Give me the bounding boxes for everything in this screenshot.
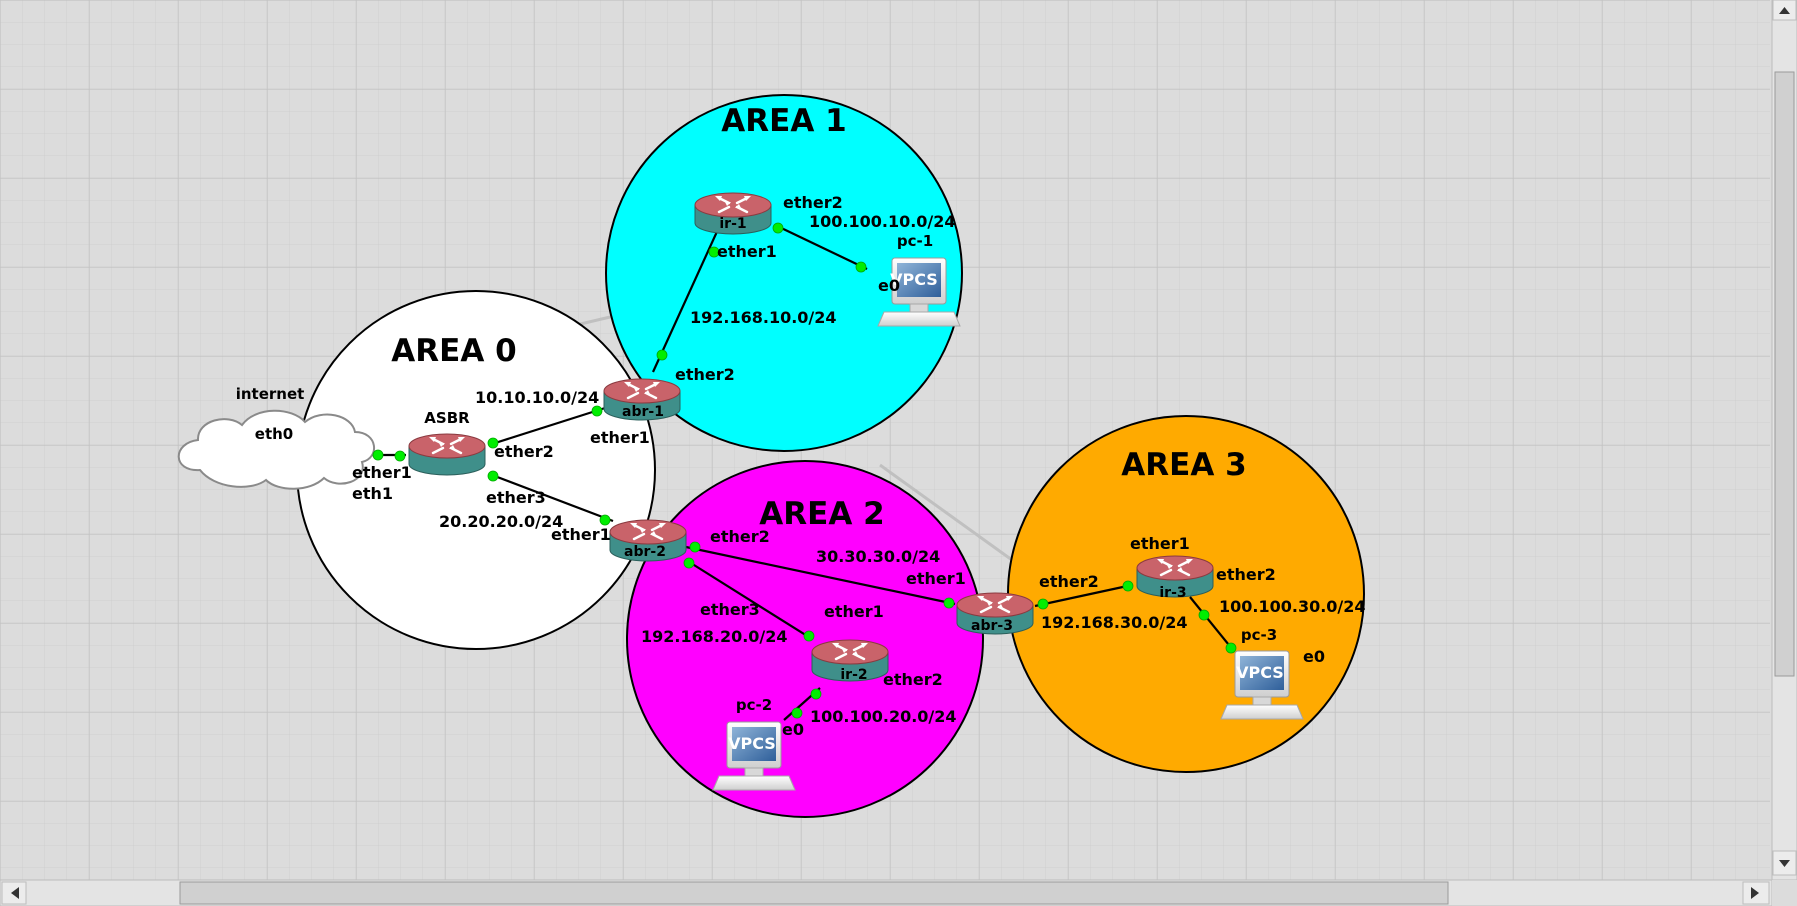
area-2-title: AREA 2 — [759, 496, 884, 532]
abr1-ether2-label: ether2 — [675, 365, 735, 384]
router-asbr-name: ASBR — [424, 409, 470, 427]
subnet-abr3-ir3: 192.168.30.0/24 — [1041, 613, 1188, 632]
asbr-ether3-label: ether3 — [486, 488, 546, 507]
pc-3-screen-label: VPCS — [1236, 663, 1284, 682]
pc-3-name: pc-3 — [1241, 626, 1277, 644]
vertical-scrollbar-thumb[interactable] — [1774, 71, 1795, 677]
router-ir3-name: ir-3 — [1159, 585, 1186, 601]
abr3-ether1-label: ether1 — [906, 569, 966, 588]
abr2-ether2-label: ether2 — [710, 527, 770, 546]
pc-1-name: pc-1 — [897, 232, 933, 250]
link-asbr-abr1[interactable] — [491, 406, 606, 446]
subnet-abr1-ir1: 192.168.10.0/24 — [690, 308, 837, 327]
ir3-ether1-label: ether1 — [1130, 534, 1190, 553]
vertical-scrollbar[interactable] — [1771, 0, 1797, 881]
abr1-ether1-label: ether1 — [590, 428, 650, 447]
area-3-title: AREA 3 — [1121, 447, 1246, 483]
router-ir2-name: ir-2 — [840, 667, 867, 683]
router-abr3-name: abr-3 — [971, 618, 1013, 634]
area-1-circle[interactable] — [605, 94, 963, 452]
abr2-ether1-label: ether1 — [551, 525, 611, 544]
abr2-ether3-label: ether3 — [700, 600, 760, 619]
link-asbr-abr2[interactable] — [491, 473, 614, 523]
port-dots — [372, 222, 1237, 719]
link-ir3-pc3[interactable] — [1189, 596, 1234, 651]
subnet-abr2-ir2: 192.168.20.0/24 — [641, 627, 788, 646]
ir3-ether2-label: ether2 — [1216, 565, 1276, 584]
background-line — [879, 463, 1013, 562]
horizontal-scrollbar[interactable] — [0, 879, 1773, 906]
asbr-ether1-label: ether1 — [352, 463, 412, 482]
cloud-name-label: internet — [236, 385, 305, 403]
cloud-icon[interactable] — [177, 409, 376, 490]
scroll-left-icon — [11, 887, 19, 899]
subnet-asbr-abr1: 10.10.10.0/24 — [475, 388, 599, 407]
ir2-ether2-label: ether2 — [883, 670, 943, 689]
ir2-ether1-label: ether1 — [824, 602, 884, 621]
subnet-ir1-pc1: 100.100.10.0/24 — [809, 212, 956, 231]
area-1-title: AREA 1 — [721, 103, 846, 139]
pc-1-port-label: e0 — [878, 276, 900, 295]
pc-2-name: pc-2 — [736, 696, 772, 714]
link-abr2-ir2[interactable] — [685, 559, 813, 640]
router-ir1-name: ir-1 — [719, 216, 746, 232]
subnet-ir2-pc2: 100.100.20.0/24 — [810, 707, 957, 726]
pc-3-port-label: e0 — [1303, 647, 1325, 666]
subnet-asbr-abr2: 20.20.20.0/24 — [439, 512, 563, 531]
scroll-up-icon — [1779, 7, 1790, 14]
ir1-ether2-label: ether2 — [783, 193, 843, 212]
scroll-down-icon — [1779, 860, 1790, 867]
ir1-ether1-label: ether1 — [717, 242, 777, 261]
pc-1-screen-label: VPCS — [890, 270, 938, 289]
scrollbar-corner — [1772, 880, 1797, 906]
scroll-right-icon — [1751, 887, 1759, 899]
router-abr2-name: abr-2 — [624, 544, 666, 560]
link-ir1-pc1[interactable] — [774, 224, 868, 270]
pc-2-port-label: e0 — [782, 720, 804, 739]
asbr-ether2-label: ether2 — [494, 442, 554, 461]
cloud-port-label: eth0 — [255, 425, 293, 443]
internet-eth1-label: eth1 — [352, 484, 393, 503]
link-abr3-ir3[interactable] — [1034, 583, 1133, 608]
horizontal-scrollbar-thumb[interactable] — [179, 881, 1449, 905]
pc-2-screen-label: VPCS — [728, 734, 776, 753]
abr3-ether2-label: ether2 — [1039, 572, 1099, 591]
link-abr2-abr3[interactable] — [685, 545, 956, 606]
area-0-title: AREA 0 — [391, 333, 516, 369]
router-abr1-name: abr-1 — [622, 404, 664, 420]
subnet-abr2-abr3: 30.30.30.0/24 — [816, 547, 940, 566]
router-asbr-icon[interactable] — [407, 432, 487, 477]
subnet-ir3-pc3: 100.100.30.0/24 — [1219, 597, 1366, 616]
link-abr1-ir1[interactable] — [651, 224, 722, 373]
